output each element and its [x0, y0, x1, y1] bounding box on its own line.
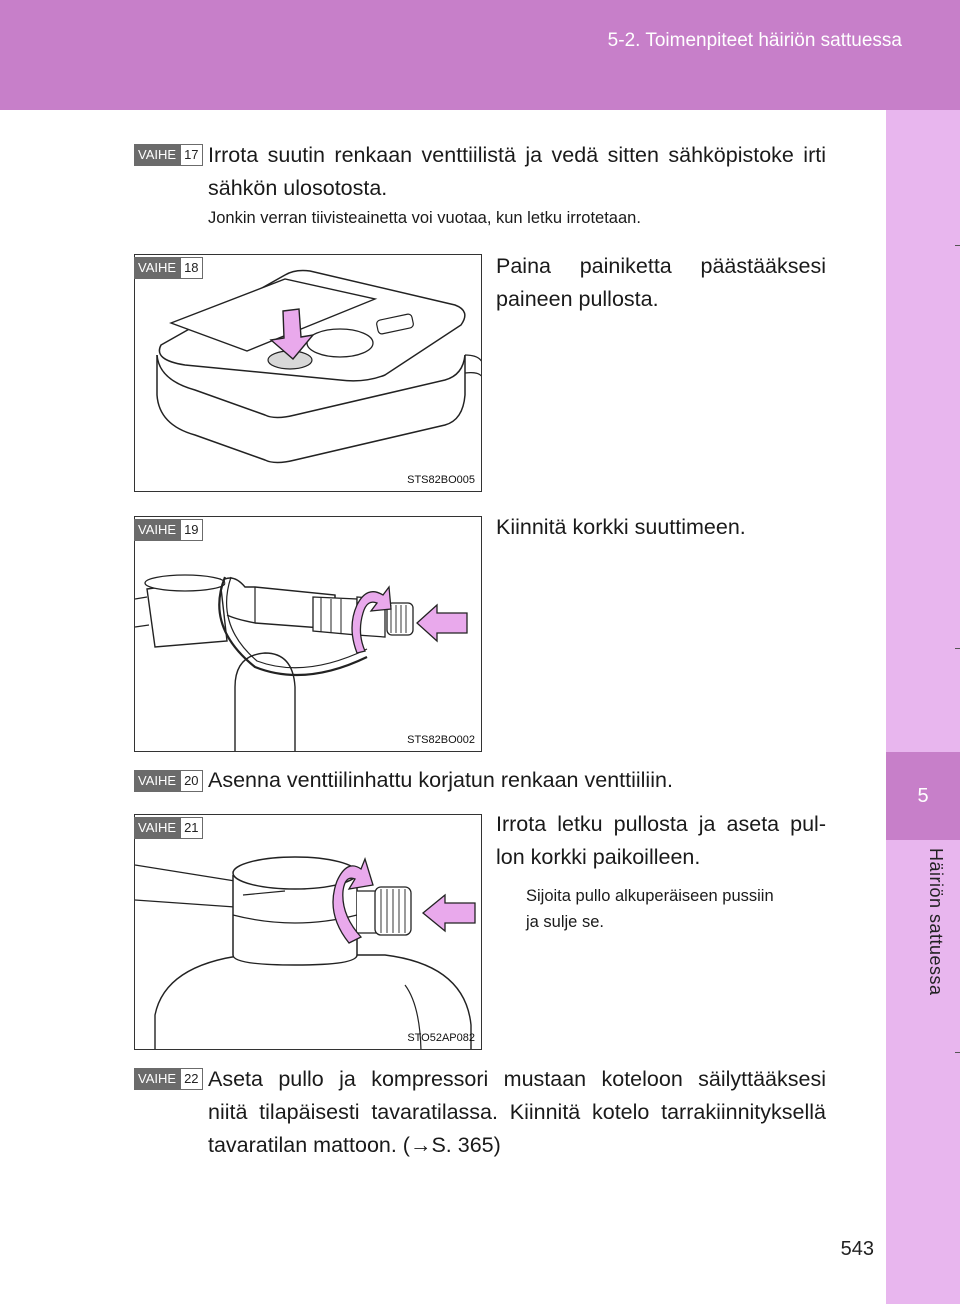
- compressor-bottle-illustration: [156, 269, 481, 464]
- chapter-number: 5: [886, 752, 960, 840]
- step-22-text-line3: tavaratilan mattoon. (→S. 365): [208, 1133, 501, 1157]
- step-20-text: Asenna venttiilinhattu korjatun renkaan …: [208, 768, 673, 792]
- step-17-note: Jonkin verran tiivisteainetta voi vuotaa…: [208, 209, 641, 227]
- step-18-text-line1: Paina painiketta päästääksesi: [496, 254, 826, 278]
- step-22-text-line2: niitä tilapäisesti tavaratilassa. Kiinni…: [208, 1100, 826, 1124]
- page-header: 5-2. Toimenpiteet häiriön sattuessa: [0, 0, 960, 110]
- figure-code: STS82BO005: [407, 474, 475, 486]
- step-21-text-line1: Irrota letku pullosta ja aseta pul-: [496, 812, 826, 836]
- figure-code: STO52AP082: [407, 1032, 475, 1044]
- step-19-text: Kiinnitä korkki suuttimeen.: [496, 515, 746, 539]
- chapter-side-tab: [886, 110, 960, 1304]
- nozzle-cap-illustration: [135, 574, 468, 751]
- step-18-text-line2: paineen pullosta.: [496, 287, 659, 311]
- step-21-note-line1: Sijoita pullo alkuperäiseen pussiin: [526, 887, 774, 905]
- step-21-text-line2: lon korkki paikoilleen.: [496, 845, 701, 869]
- bottle-cap-illustration: [135, 856, 476, 1049]
- section-title: 5-2. Toimenpiteet häiriön sattuessa: [607, 30, 902, 51]
- step-18-figure: STS82BO005: [134, 254, 482, 492]
- edge-tick: [955, 245, 960, 246]
- step-19-figure: STS82BO002: [134, 516, 482, 752]
- step-17-text-line1: Irrota suutin renkaan venttiilistä ja ve…: [208, 143, 826, 167]
- step-17-text-line2: sähkön ulosotosta.: [208, 176, 388, 200]
- page-number: 543: [840, 1238, 874, 1260]
- chapter-title: Häiriön sattuessa: [926, 848, 946, 996]
- step-21-note-line2: ja sulje se.: [526, 913, 604, 931]
- figure-code: STS82BO002: [407, 734, 475, 746]
- edge-tick: [955, 1052, 960, 1053]
- step-22-text-line1: Aseta pullo ja kompressori mustaan kotel…: [208, 1067, 826, 1091]
- edge-tick: [955, 648, 960, 649]
- step-21-figure: STO52AP082: [134, 814, 482, 1050]
